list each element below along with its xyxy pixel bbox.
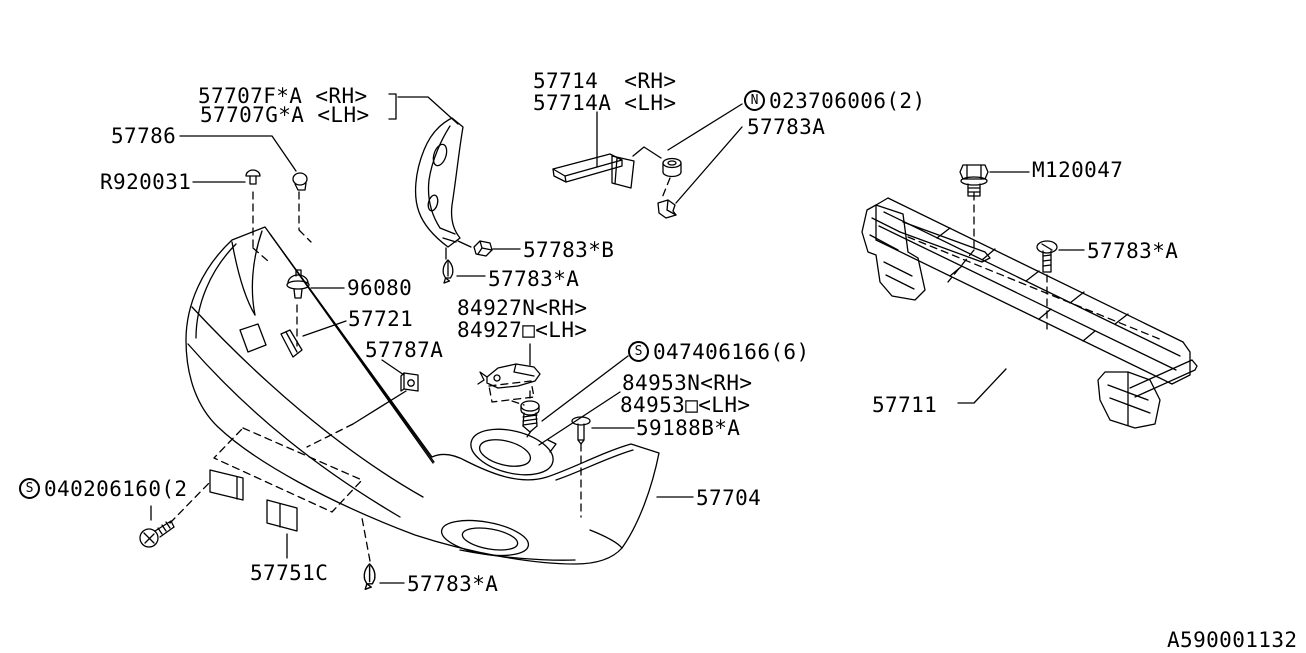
circle-n-icon: N (744, 90, 765, 111)
rivet-icon-r920031 (245, 169, 261, 185)
part-label-040206160: S 040206160(2 (19, 478, 187, 500)
fog-lamp-cover-drawing (470, 428, 557, 476)
screw-icon-040206160 (139, 520, 175, 548)
corner-bracket-drawing (414, 117, 464, 248)
part-label-57783a-mid: 57783*A (488, 267, 580, 291)
part-label-57783a-bottom: 57783*A (407, 572, 499, 596)
leader-lines (150, 93, 1085, 584)
part-number: 047406166(6) (653, 340, 810, 364)
part-label-84927n: 84927N<RH> (457, 296, 588, 320)
part-label-57783a-top: 57783A (747, 115, 826, 139)
clip-icon-57786 (292, 172, 308, 191)
circle-s-icon: S (19, 478, 40, 499)
grommet-icon-96080 (286, 269, 310, 299)
front-bumper-cover-drawing (185, 226, 660, 565)
clip-icon-57783b (473, 240, 493, 257)
part-number: 023706006(2) (769, 89, 926, 113)
bolt-icon-m120047 (959, 164, 989, 197)
bumper-beam-drawing (861, 197, 1198, 429)
part-label-84953n: 84953N<RH> (622, 371, 753, 395)
clip-icon-57787a (400, 372, 419, 392)
side-bracket-drawing (552, 153, 635, 189)
clip-icon-57783a-top (657, 199, 677, 219)
part-label-57787a: 57787A (365, 338, 444, 362)
part-label-57707g: 57707G*A <LH> (200, 103, 370, 127)
part-label-047406166: S 047406166(6) (628, 341, 810, 363)
screw-icon-047406166 (520, 400, 540, 433)
part-label-57704: 57704 (696, 486, 762, 510)
drawing-number: A590001132 (1167, 628, 1298, 652)
part-label-57714: 57714 <RH> (533, 69, 677, 93)
part-label-57751c: 57751C (250, 561, 329, 585)
part-label-r920031: R920031 (100, 170, 192, 194)
screw-icon-57783a-right (1036, 240, 1058, 273)
part-label-57721: 57721 (348, 307, 414, 331)
nut-icon-023706006 (662, 157, 682, 178)
part-number: 040206160(2 (44, 477, 188, 501)
push-pin-icon-57783a-bottom (363, 563, 376, 591)
part-label-57711: 57711 (872, 393, 938, 417)
part-label-57783b: 57783*B (523, 238, 615, 262)
clip-icon-57721 (280, 329, 303, 358)
part-label-57783a-right: 57783*A (1087, 239, 1179, 263)
part-label-57714a: 57714A <LH> (533, 91, 677, 115)
part-label-84953sq: 84953□<LH> (620, 393, 751, 417)
license-plate-bracket-drawing (266, 499, 298, 532)
circle-s-icon: S (628, 341, 649, 362)
part-label-57707f: 57707F*A <RH> (198, 84, 368, 108)
part-label-96080: 96080 (347, 276, 413, 300)
push-pin-icon-57783a-mid (442, 259, 454, 284)
hidden-lines (169, 177, 1048, 562)
part-label-84927sq: 84927□<LH> (457, 318, 588, 342)
part-label-023706006: N 023706006(2) (744, 90, 926, 112)
part-label-57786: 57786 (111, 124, 177, 148)
part-label-m120047: M120047 (1032, 158, 1124, 182)
part-label-59188b: 59188B*A (636, 416, 741, 440)
fog-lamp-bracket-drawing (477, 363, 541, 403)
